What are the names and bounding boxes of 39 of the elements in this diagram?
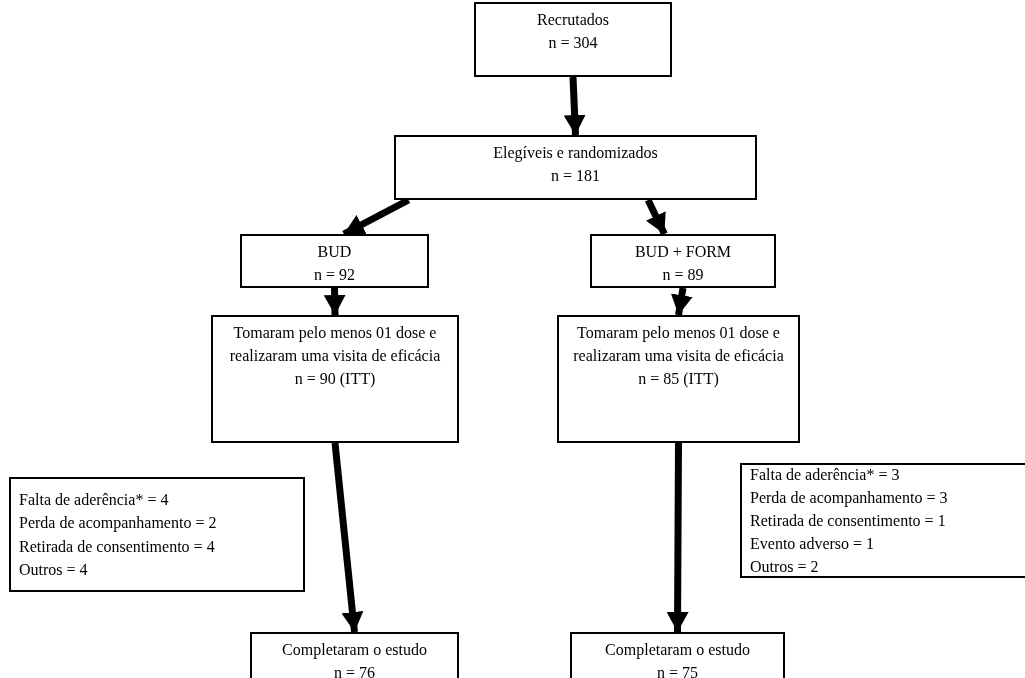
box-text: n = 181 [551,166,600,187]
arrow [670,287,693,316]
process-box [474,2,672,77]
box-text: n = 90 (ITT) [294,369,376,390]
box-text: Completaram o estudo [282,640,427,661]
arrow [644,198,668,236]
box-text: Outros = 4 [19,559,88,580]
process-box [9,477,305,592]
box-text: Recrutados [537,10,609,30]
process-box [250,632,459,678]
process-box [740,463,1025,578]
arrow [666,442,689,633]
arrow [331,442,364,633]
box-text: BUD + FORM [634,242,732,262]
box-text: Evento adverso = 1 [750,534,875,555]
box-text: n = 75 [657,663,698,678]
process-box [557,315,800,443]
process-box [570,632,785,678]
box-text: n = 89 [662,265,704,286]
arrow [563,76,586,136]
box-text: Outros = 2 [750,557,819,578]
process-box [211,315,459,443]
process-box [394,135,757,200]
box-text: Elegíveis e randomizados [493,143,658,164]
box-text: Retirada de consentimento = 4 [19,536,215,557]
process-box [590,234,776,288]
process-box [240,234,429,288]
arrow [323,287,346,316]
box-text: n = 92 [314,265,355,286]
box-text: Falta de aderência* = 3 [750,464,900,485]
box-text: Perda de acompanhamento = 2 [19,513,217,534]
box-text: Falta de aderência* = 4 [19,490,169,511]
box-text: Completaram o estudo [605,640,750,661]
box-text: BUD [317,242,352,262]
box-text: Perda de acompanhamento = 3 [750,487,948,509]
box-text: n = 76 [334,663,375,678]
box-text: n = 304 [548,33,598,54]
box-text: Retirada de consentimento = 1 [750,510,946,531]
box-text: n = 85 (ITT) [638,369,719,390]
